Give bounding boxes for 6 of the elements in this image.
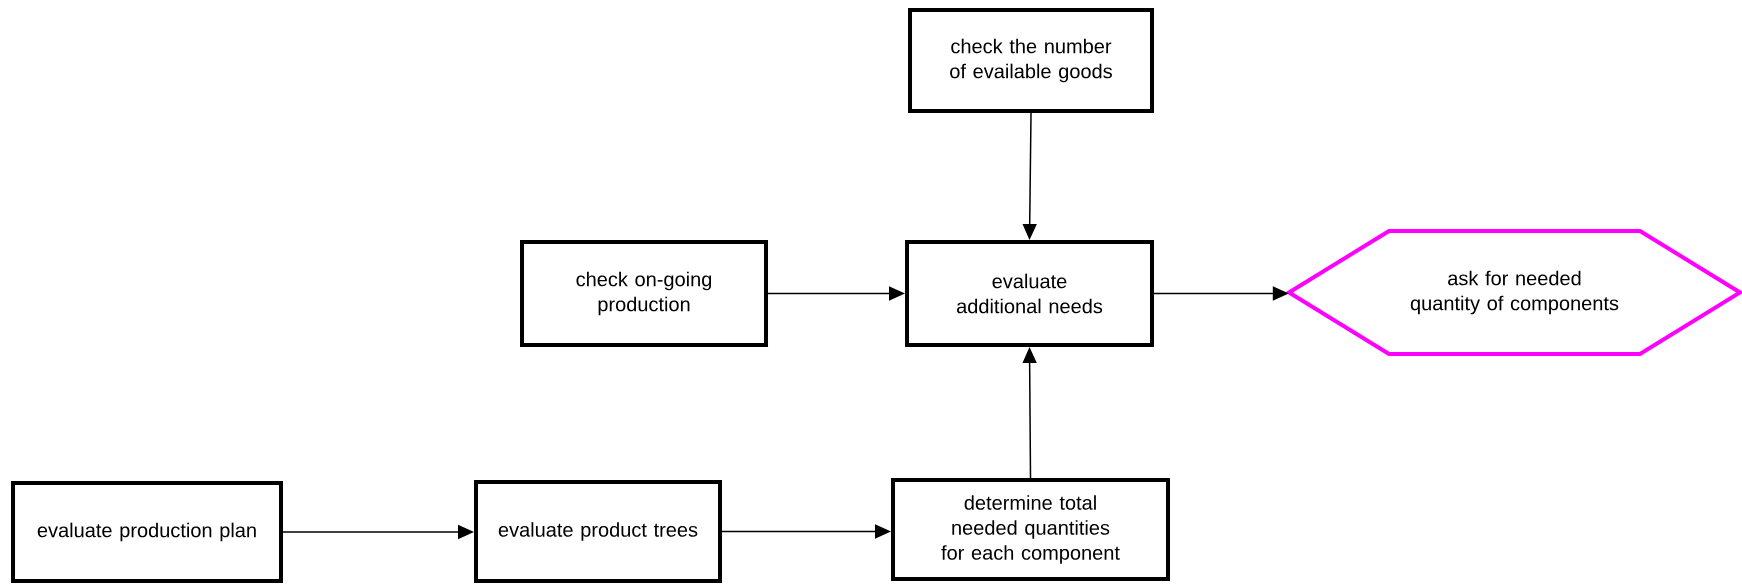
- process-box: check on-going production: [520, 240, 768, 347]
- process-box: determine total needed quantities for each component: [891, 478, 1170, 581]
- process-box: evaluate product trees: [474, 480, 722, 583]
- process-box: evaluate production plan: [11, 481, 283, 583]
- process-box: check the number of evailable goods: [908, 8, 1154, 113]
- process-box: evaluate additional needs: [905, 240, 1154, 347]
